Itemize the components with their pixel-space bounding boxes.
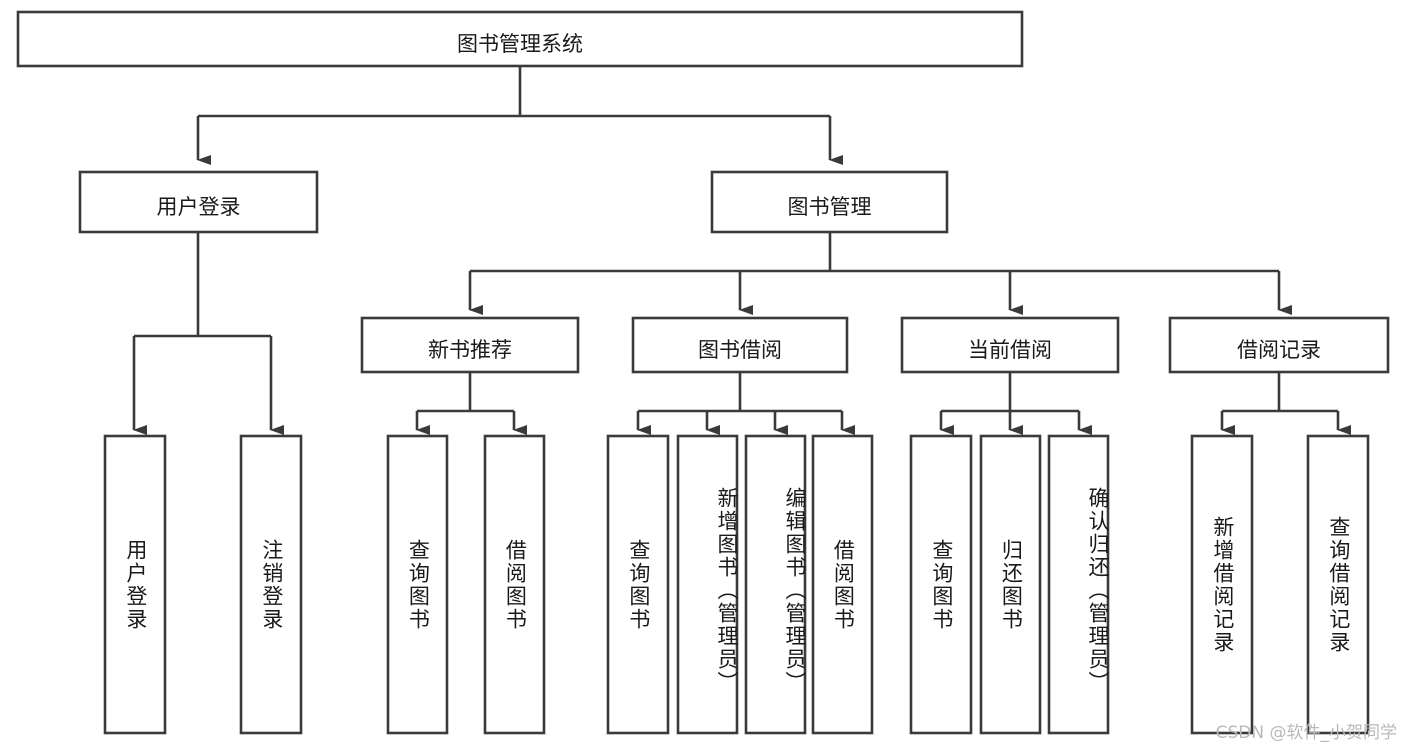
node-new-book-recommend-box[interactable] xyxy=(360,316,580,374)
node-leaf-cb-query-box[interactable] xyxy=(909,434,973,735)
node-leaf-bb-edit-box[interactable] xyxy=(744,434,807,735)
connector-book-manage-bus xyxy=(470,232,1279,273)
node-leaf-bb-add-box[interactable] xyxy=(676,434,739,735)
connector-new-book-bus xyxy=(417,372,514,413)
connector-borrow-records-bus xyxy=(1222,372,1338,413)
node-book-borrow-box[interactable] xyxy=(631,316,849,374)
connector-book-borrow-bus xyxy=(638,372,842,413)
node-leaf-logout-box[interactable] xyxy=(239,434,303,735)
node-root-box[interactable] xyxy=(16,10,1024,68)
connector-root-bus xyxy=(198,66,830,118)
node-leaf-bb-query-box[interactable] xyxy=(606,434,670,735)
node-user-login-box[interactable] xyxy=(78,170,319,234)
node-leaf-nbr-borrow-box[interactable] xyxy=(483,434,546,735)
node-leaf-nbr-query-box[interactable] xyxy=(386,434,449,735)
node-leaf-br-query-box[interactable] xyxy=(1306,434,1370,735)
node-leaf-bb-borrow-box[interactable] xyxy=(811,434,874,735)
node-borrow-records-box[interactable] xyxy=(1168,316,1390,374)
node-leaf-user-login-box[interactable] xyxy=(103,434,167,735)
connector-current-borrow-bus xyxy=(941,372,1079,413)
node-leaf-br-add-box[interactable] xyxy=(1190,434,1254,735)
node-leaf-cb-return-box[interactable] xyxy=(979,434,1042,735)
node-current-borrow-box[interactable] xyxy=(900,316,1120,374)
node-book-manage-box[interactable] xyxy=(710,170,949,234)
connector-user-login-bus xyxy=(134,232,271,338)
node-leaf-cb-confirm-box[interactable] xyxy=(1047,434,1110,735)
